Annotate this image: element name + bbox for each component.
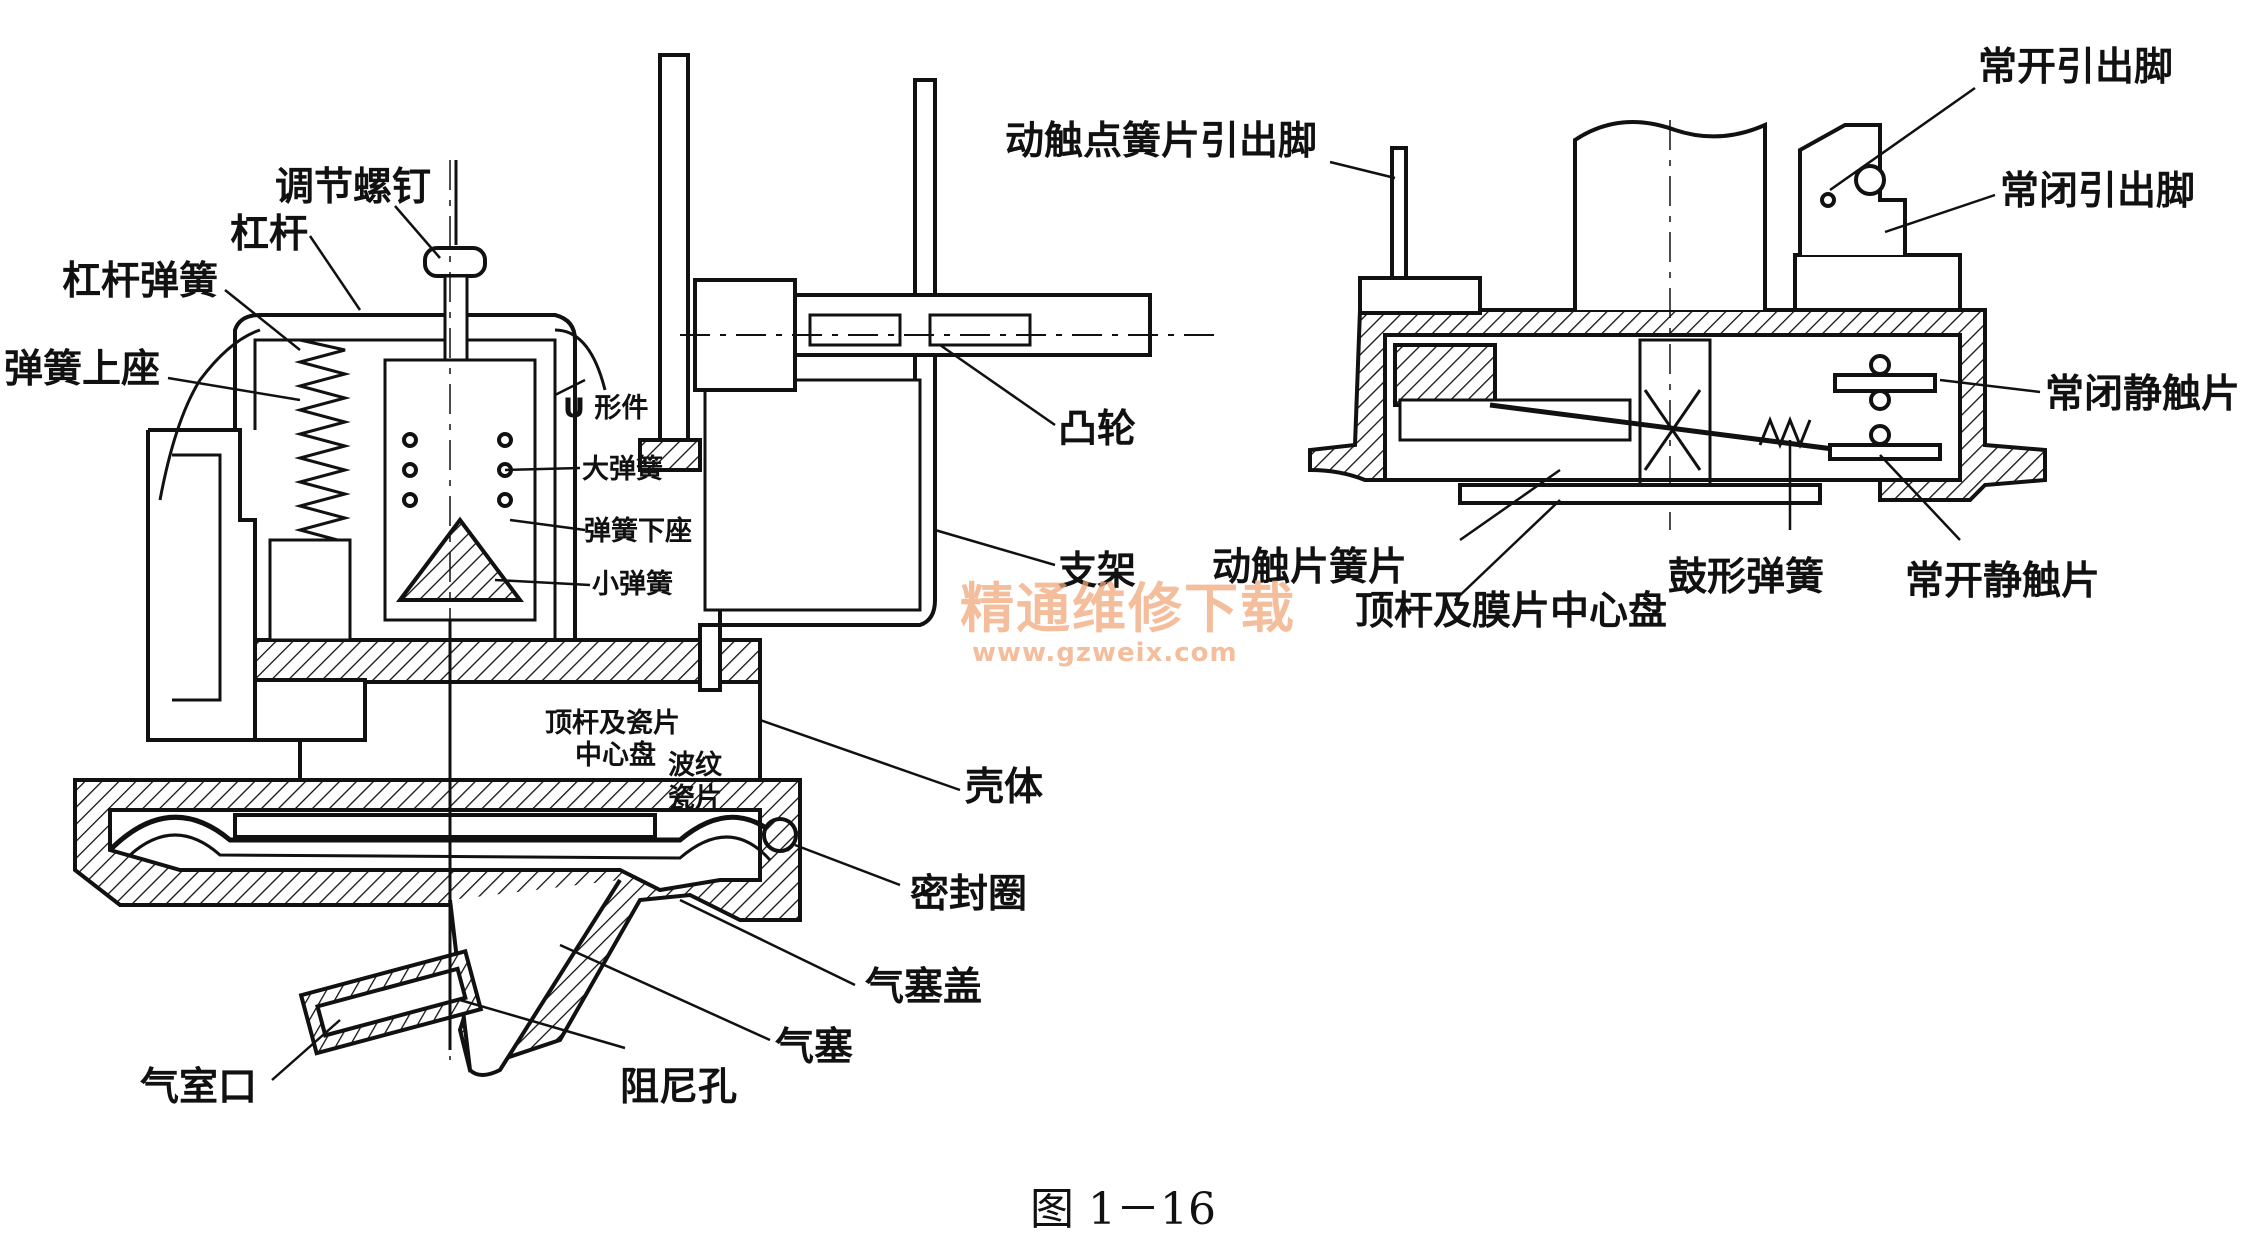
- lever-spring: [294, 338, 351, 544]
- label-moving-spring-pin: 动触点簧片引出脚: [1005, 119, 1318, 164]
- watermark-text: 精通维修下载: [960, 577, 1296, 640]
- label-lever: 杠杆: [230, 212, 309, 257]
- cam-lever-bar: [658, 53, 690, 467]
- label-moving-leaf: 动触片簧片: [1212, 545, 1408, 590]
- label-ejector-center-2: 中心盘: [575, 740, 656, 771]
- label-no-pin: 常开引出脚: [1978, 45, 2174, 90]
- label-spring-lower-seat: 弹簧下座: [584, 516, 692, 547]
- label-u-piece: U 形件: [563, 393, 649, 424]
- right-diagram-drawing: [1308, 86, 2047, 601]
- label-ejector-membrane: 顶杆及膜片中心盘: [1355, 589, 1668, 634]
- plug: [448, 878, 622, 1077]
- moving-leaf: [1489, 402, 1881, 458]
- label-adjust-screw: 调节螺钉: [275, 165, 432, 210]
- label-housing: 壳体: [965, 765, 1044, 810]
- label-plug: 气塞: [775, 1025, 854, 1070]
- moving-spring-pin: [1390, 146, 1408, 280]
- left-diagram-drawing: [73, 53, 1220, 1081]
- label-drum-spring: 鼓形弹簧: [1668, 555, 1825, 600]
- label-bracket: 支架: [1058, 549, 1137, 594]
- label-lever-spring: 杠杆弹簧: [62, 259, 219, 304]
- lever: [233, 313, 577, 640]
- label-air-chamber-port: 气室口: [140, 1065, 258, 1110]
- label-seal-ring: 密封圈: [910, 872, 1028, 917]
- label-plug-cover: 气塞盖: [865, 965, 983, 1010]
- moving-pin-block: [1358, 276, 1482, 315]
- label-corrugated-2: 瓷片: [668, 783, 722, 814]
- seal-ring: [762, 817, 798, 853]
- bracket-inner: [703, 378, 922, 612]
- drum-spring: [1758, 415, 1812, 450]
- label-nc-static: 常闭静触片: [2045, 372, 2241, 417]
- no-pin: [1798, 123, 1907, 255]
- air-chamber-port: [298, 948, 484, 1056]
- label-no-static: 常开静触片: [1905, 559, 2101, 604]
- label-damping-hole: 阻尼孔: [620, 1065, 738, 1110]
- label-cam: 凸轮: [1058, 407, 1137, 452]
- figure-caption: 图 1－16: [1030, 1184, 1216, 1235]
- label-spring-upper-seat: 弹簧上座: [4, 347, 161, 392]
- label-corrugated: 波纹: [668, 750, 722, 781]
- label-ejector-center: 顶杆及瓷片: [545, 708, 680, 739]
- small-spring-cone: [396, 516, 524, 602]
- diaphragm: [108, 814, 792, 852]
- no-static: [1828, 443, 1942, 461]
- label-small-spring: 小弹簧: [592, 569, 673, 600]
- label-big-spring: 大弹簧: [582, 454, 663, 485]
- ejector-membrane: [1458, 483, 1822, 505]
- nc-static: [1833, 373, 1937, 393]
- corrugated-ceramic: [233, 813, 657, 839]
- watermark-url: www.gzweix.com: [972, 638, 1238, 668]
- pin-block: [1793, 253, 1962, 312]
- label-nc-pin: 常闭引出脚: [2000, 169, 2196, 214]
